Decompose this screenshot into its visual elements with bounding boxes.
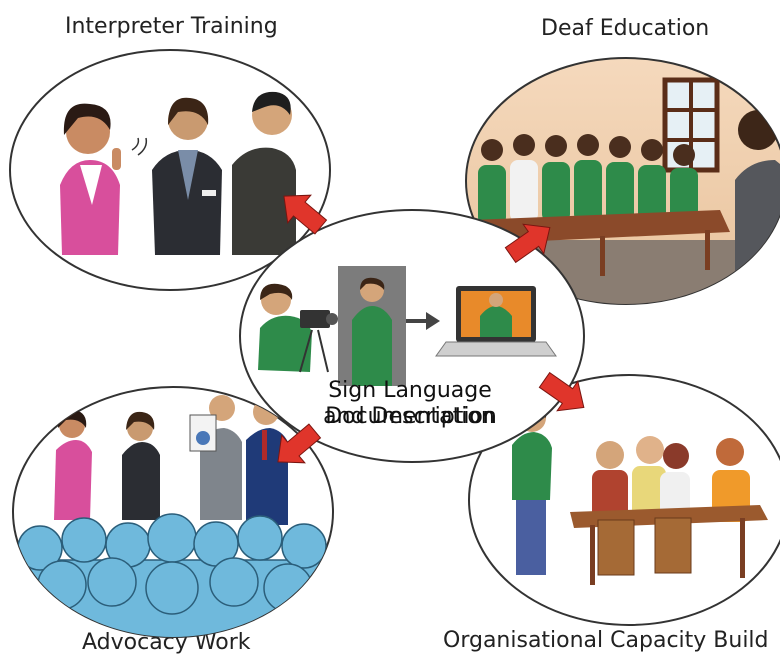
student-heads xyxy=(481,134,695,166)
arrow-to-organisational-capacity xyxy=(538,371,585,412)
arrow-to-advocacy-work xyxy=(277,423,322,464)
crowd xyxy=(13,513,333,637)
person-pink-interpreter xyxy=(60,103,121,255)
center-circle xyxy=(239,209,585,463)
person-grey-suit xyxy=(189,395,242,520)
center-title-line2: and Description xyxy=(323,404,497,429)
meeting-table xyxy=(570,505,768,585)
person-dark-interpreter xyxy=(122,411,160,520)
arrow-to-deaf-education xyxy=(504,223,551,264)
recording-backdrop xyxy=(338,266,406,386)
center-title-line1: Sign Language Documentation xyxy=(325,378,495,429)
label-organisational-capacity: Organisational Capacity Build xyxy=(443,628,769,653)
laptop-icon xyxy=(435,286,557,357)
arrow-to-interpreter-training xyxy=(283,194,328,235)
label-deaf-education: Deaf Education xyxy=(541,16,710,41)
circle-interpreter-training xyxy=(9,49,331,291)
red-arrows xyxy=(277,194,585,464)
teacher xyxy=(735,110,780,300)
camera-operator xyxy=(258,283,338,373)
person-man-profile xyxy=(232,91,296,255)
label-interpreter-training: Interpreter Training xyxy=(65,14,278,39)
students-group xyxy=(478,160,698,225)
person-dark-suit xyxy=(152,97,222,255)
flow-arrow-icon xyxy=(406,312,440,330)
